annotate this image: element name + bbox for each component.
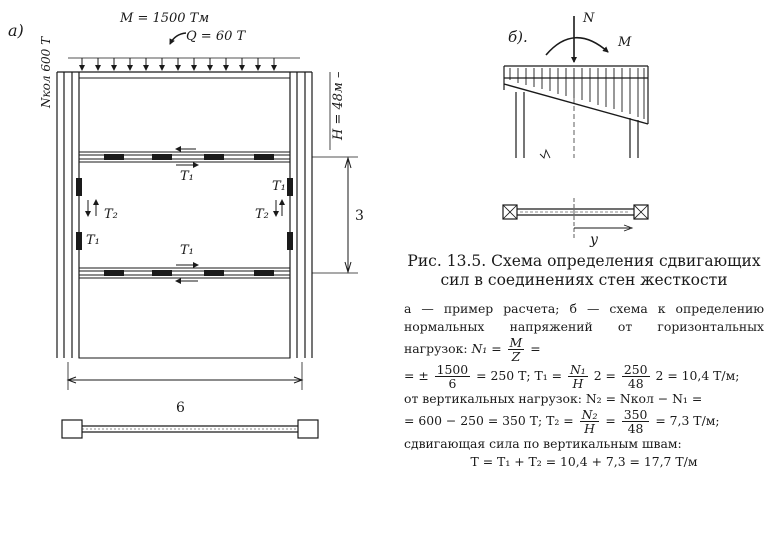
- legend-intro: а — пример расчета; б — схема к определе…: [404, 301, 764, 364]
- caption-legend: а — пример расчета; б — схема к определе…: [404, 300, 764, 471]
- t1-bottom-label: T₁: [180, 243, 194, 258]
- plan-section-a: [61, 419, 319, 439]
- formula-line-5: сдвигающая сила по вертикальным швам:: [404, 436, 682, 451]
- n-label: N: [582, 11, 595, 26]
- top-lintel: [79, 146, 290, 168]
- t2-right-label: T₂: [255, 207, 269, 222]
- figure-number: Рис. 13.5.: [407, 252, 487, 270]
- t1-left-label: T₁: [86, 233, 100, 248]
- wall-elevation-b: [515, 92, 639, 159]
- panel-a-label: a): [8, 21, 24, 40]
- t1-top-label: T₁: [180, 169, 194, 184]
- formula-line-6: T = T₁ + T₂ = 10,4 + 7,3 = 17,7 Т/м: [470, 454, 698, 469]
- bottom-lintel: [79, 262, 290, 284]
- figure-caption-title: Рис. 13.5. Схема определения сдвигающих …: [404, 252, 764, 290]
- t1-right-label: T₁: [272, 179, 286, 194]
- m-arrow: [545, 36, 609, 56]
- shear-label: Q = 60 Т: [186, 29, 246, 44]
- right-joint: [287, 178, 293, 250]
- y-label: y: [589, 232, 599, 248]
- t2-left-label: T₂: [104, 207, 118, 222]
- caption-block: Рис. 13.5. Схема определения сдвигающих …: [404, 252, 764, 471]
- stress-diagram: [503, 65, 649, 125]
- figure-title: Схема определения сдвигающих сил в соеди…: [440, 252, 761, 289]
- right-column: [289, 72, 313, 358]
- middle-wall-panel: [78, 161, 291, 269]
- left-joint: [76, 178, 82, 250]
- column-force-label: Nкол 600 Т: [39, 36, 53, 109]
- n1-lhs: N₁ =: [471, 341, 502, 356]
- figure-b: б). N M: [502, 11, 649, 248]
- formula-line-3: от вертикальных нагрузок: N₂ = Nкол − N₁…: [404, 391, 703, 406]
- width-dimension: 6: [66, 362, 304, 416]
- height-dimension: Н = 48м – 3: [312, 71, 364, 274]
- panel-b-label: б).: [508, 28, 528, 46]
- plan-section-b: y: [502, 198, 649, 248]
- lower-wall-panel: [78, 277, 291, 359]
- distributed-load: [68, 57, 300, 71]
- left-column: [56, 72, 80, 358]
- upper-wall-panel: [78, 77, 291, 153]
- moment-label: M = 1500 Тм: [119, 11, 209, 26]
- width-label: 6: [176, 400, 185, 416]
- figure-a: a) M = 1500 Тм Q = 60 Т Nкол 600 Т: [8, 11, 364, 439]
- spacing-label: 3: [355, 208, 364, 224]
- m-label: M: [617, 35, 632, 50]
- svg-text:Н = 48м –: Н = 48м –: [331, 71, 346, 141]
- moment-arrow: [169, 32, 187, 45]
